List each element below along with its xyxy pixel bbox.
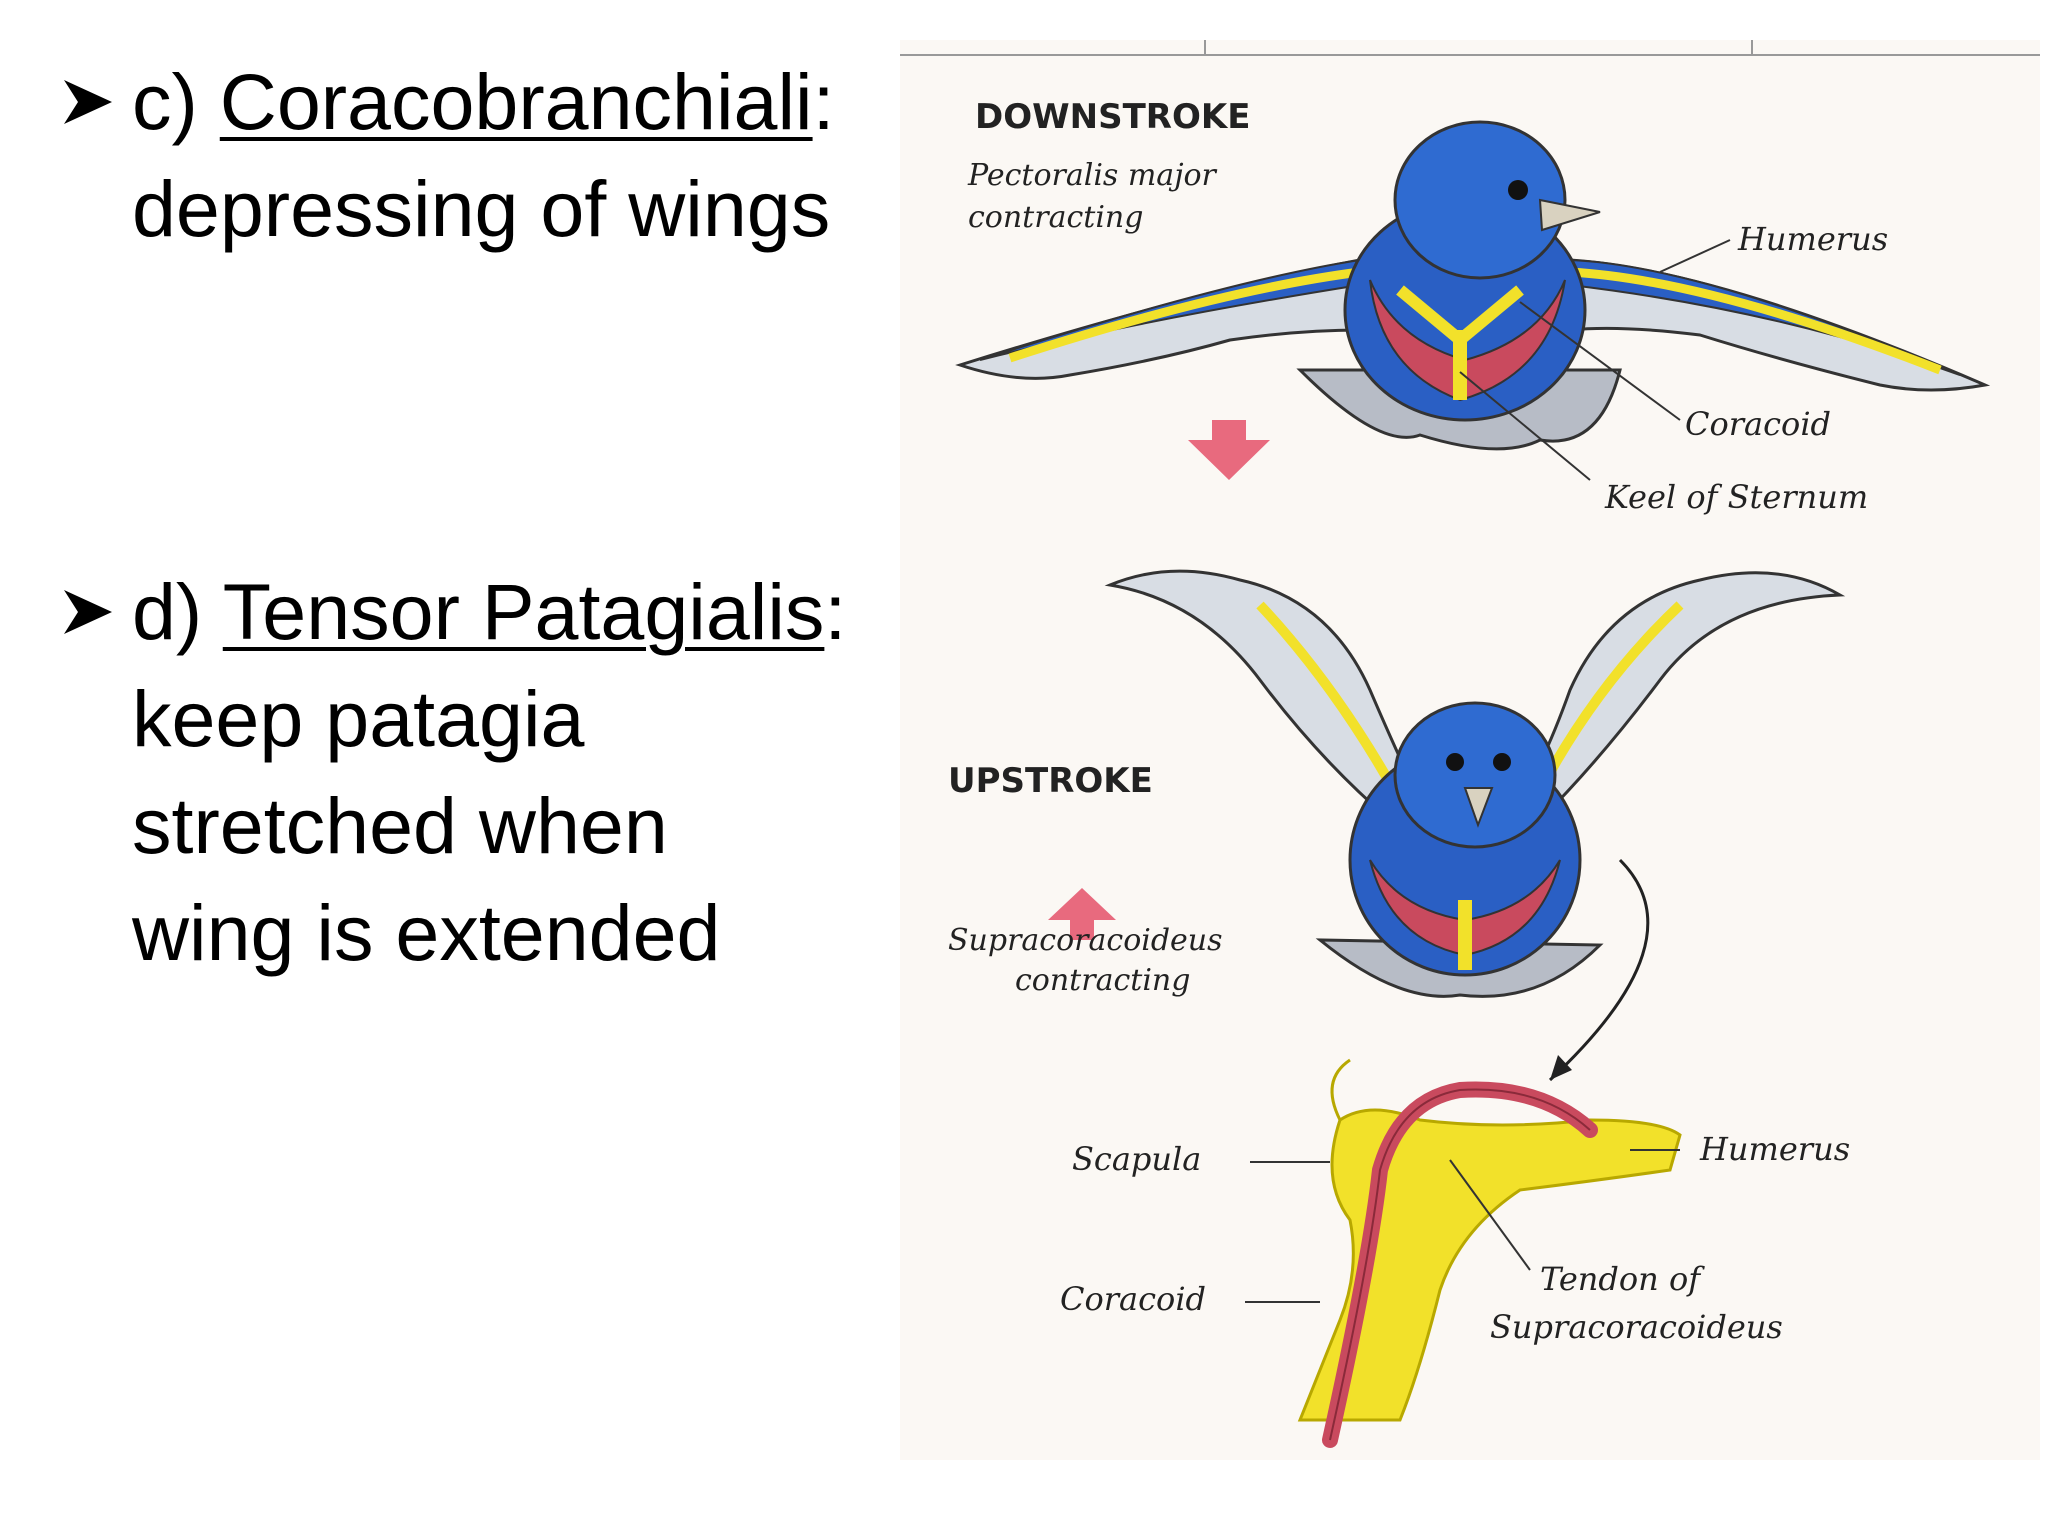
arrow-bullet-icon xyxy=(60,48,124,128)
upstroke-muscle-line1: Supracoracoideus xyxy=(948,923,1223,958)
coracoid-leader-line xyxy=(1519,301,1681,421)
bullet-term: Tensor Patagialis xyxy=(222,567,825,656)
keel-label: Keel of Sternum xyxy=(1604,478,1868,516)
upstroke-bird-illustration xyxy=(1104,569,1846,998)
bird-eye xyxy=(1493,753,1511,771)
scapula-tip xyxy=(1330,1058,1351,1121)
bird-head xyxy=(1393,701,1557,849)
scapula-label: Scapula xyxy=(1072,1140,1201,1178)
up-arrow-icon xyxy=(1048,888,1116,940)
bullet-description-line-2: stretched when xyxy=(132,781,668,870)
bullet-term: Coracobranchiali xyxy=(219,57,813,146)
upstroke-heading: UPSTROKE xyxy=(948,761,1153,801)
downstroke-muscle-line1: Pectoralis major xyxy=(967,158,1218,193)
bird-beak xyxy=(1538,198,1601,232)
keel-leader-line xyxy=(1459,371,1591,481)
bullet-tensor-patagialis: d) Tensor Patagialis: keep patagia stret… xyxy=(60,558,846,986)
bullet-colon: : xyxy=(812,57,835,146)
left-wing-raised xyxy=(1104,569,1422,822)
bird-head xyxy=(1393,120,1567,280)
downstroke-muscle-line2: contracting xyxy=(968,200,1143,235)
detail-pointer-line xyxy=(1548,858,1650,1082)
downstroke-coracoid-label: Coracoid xyxy=(1685,405,1831,443)
upstroke-muscle-line2: contracting xyxy=(1015,963,1190,998)
downstroke-heading: DOWNSTROKE xyxy=(975,97,1250,137)
bullet-description-line-3: wing is extended xyxy=(132,888,721,977)
downstroke-humerus-label: Humerus xyxy=(1737,220,1888,258)
tendon-label-line2: Supracoracoideus xyxy=(1490,1308,1783,1346)
detail-pointer-arrowhead xyxy=(1550,1055,1572,1080)
bullet-prefix: d) xyxy=(132,567,223,656)
tendon-outline xyxy=(1329,1088,1591,1441)
left-wing-bone xyxy=(1008,267,1361,363)
arrow-bullet-icon xyxy=(60,558,124,638)
bone-complex xyxy=(1297,1108,1682,1422)
bird-eye xyxy=(1508,180,1528,200)
right-wing-bone xyxy=(1569,267,1942,375)
bullet-description: depressing of wings xyxy=(132,164,831,253)
shoulder-joint-illustration xyxy=(1297,1058,1682,1448)
bird-eye xyxy=(1446,753,1464,771)
humerus-leader-line xyxy=(1659,239,1731,273)
bullet-prefix: c) xyxy=(132,57,220,146)
tendon-leader-line xyxy=(1449,1159,1531,1271)
bullet-list: c) Coracobranchiali: depressing of wings… xyxy=(0,0,900,1536)
joint-coracoid-label: Coracoid xyxy=(1060,1280,1206,1318)
bullet-description-line-1: keep patagia xyxy=(132,674,585,763)
down-arrow-icon xyxy=(1188,420,1270,480)
bird-beak xyxy=(1463,787,1494,828)
supracoracoideus-muscle xyxy=(1369,859,1561,957)
pectoralis-muscle xyxy=(1369,279,1566,402)
bullet-colon: : xyxy=(824,567,847,656)
bird-flight-muscle-diagram: DOWNSTROKE Pectoralis major contracting … xyxy=(900,40,2040,1460)
joint-humerus-label: Humerus xyxy=(1699,1130,1850,1168)
bullet-coracobranchiali: c) Coracobranchiali: depressing of wings xyxy=(60,48,835,262)
downstroke-bird-illustration xyxy=(955,120,1991,451)
tendon-label-line1: Tendon of xyxy=(1540,1260,1705,1298)
